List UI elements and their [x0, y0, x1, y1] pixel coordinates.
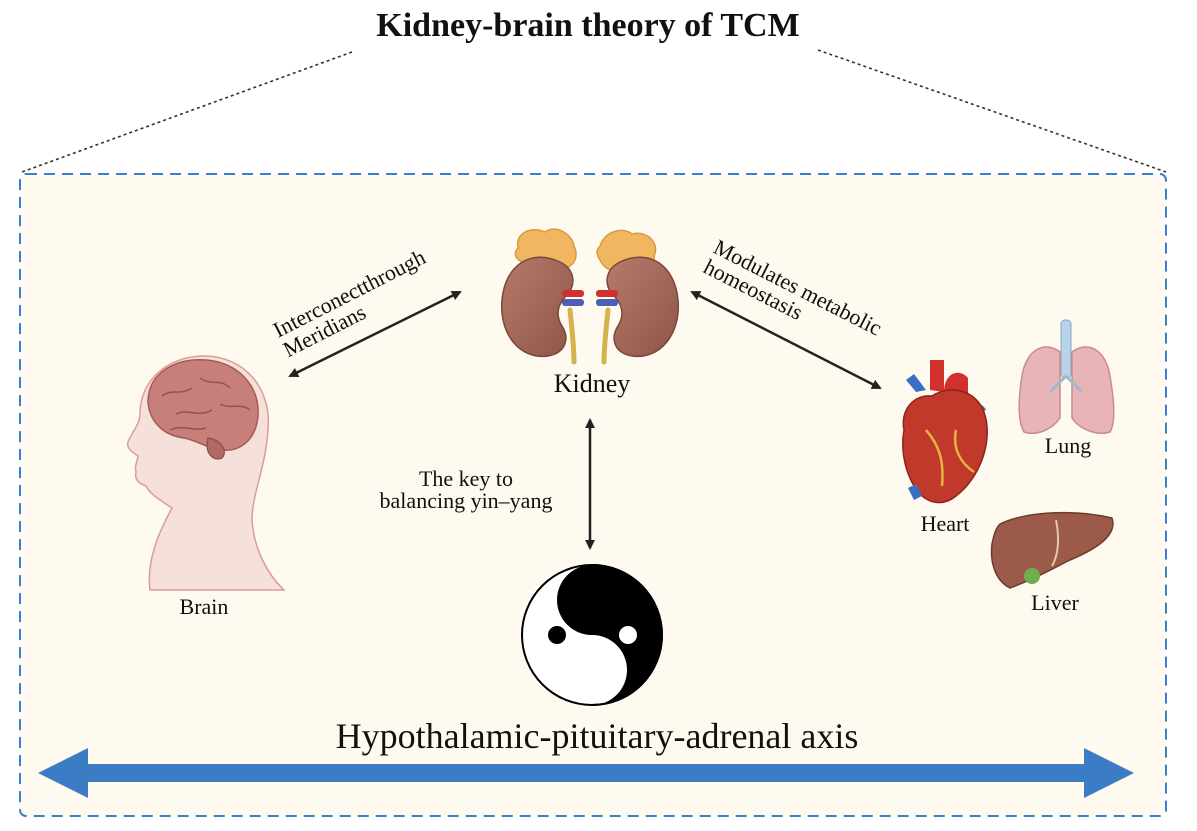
brain-label: Brain: [180, 594, 229, 619]
liver-icon: [990, 511, 1114, 589]
roof-line-left: [21, 51, 353, 173]
hpa-axis-label: Hypothalamic-pituitary-adrenal axis: [336, 716, 859, 756]
brain-kidney-arrow: [288, 290, 462, 378]
brain-head-icon: [126, 355, 286, 591]
yin-yang-icon: [521, 564, 663, 706]
roof-line-right: [817, 49, 1167, 173]
kidney-yinyang-text-2: balancing yin–yang: [380, 488, 553, 513]
heart-label: Heart: [921, 511, 970, 536]
heart-icon: [902, 360, 988, 504]
kidney-yinyang-text-1: The key to: [419, 466, 513, 491]
hpa-axis-double-arrow: [38, 748, 1134, 798]
diagram-title: Kidney-brain theory of TCM: [376, 7, 799, 44]
kidney-label: Kidney: [554, 369, 631, 398]
lung-icon: [1018, 319, 1115, 434]
kidney-heart-arrow: [690, 290, 882, 390]
kidney-icon: [501, 228, 679, 365]
liver-label: Liver: [1031, 590, 1079, 615]
lung-label: Lung: [1045, 433, 1091, 458]
